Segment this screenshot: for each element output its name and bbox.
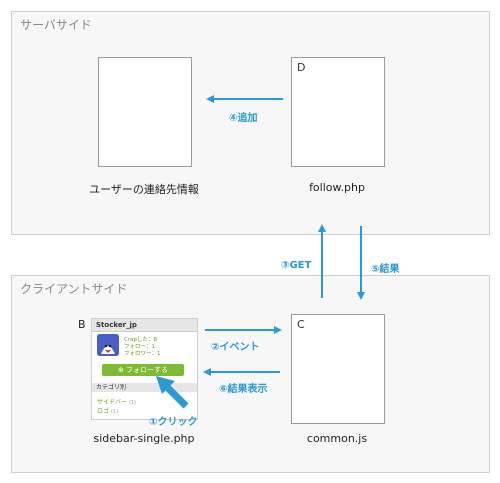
step-result-label: ⑤結果 bbox=[371, 264, 400, 275]
click-pointer-icon bbox=[156, 376, 189, 409]
follow-php-letter: D bbox=[297, 61, 306, 74]
sidebar-caption: sidebar-single.php bbox=[93, 432, 195, 445]
follow-php-caption: follow.php bbox=[309, 181, 365, 194]
sidebar-widget: Stocker_jp Crapした：8 フォロー：1 フォロワー：1 ⊕ フォロ… bbox=[91, 318, 198, 420]
step-click-label: ①クリック bbox=[149, 417, 198, 428]
contact-info-document bbox=[98, 57, 192, 167]
category-heading: カテゴリ別 bbox=[92, 383, 197, 392]
server-zone-title: サーバサイド bbox=[20, 18, 92, 32]
category-link-count: (1) bbox=[128, 400, 137, 406]
follow-button[interactable]: ⊕ フォローする bbox=[102, 364, 184, 376]
client-zone-title: クライアントサイド bbox=[20, 282, 128, 296]
step-add-label: ④追加 bbox=[229, 113, 258, 124]
common-js-caption: common.js bbox=[306, 432, 368, 445]
widget-stat-crap: Crapした：8 bbox=[124, 337, 157, 343]
contact-info-caption: ユーザーの連絡先情報 bbox=[89, 183, 199, 196]
widget-stat-follow: フォロー：1 bbox=[124, 344, 155, 350]
category-link-count: (1) bbox=[110, 409, 119, 415]
common-js-letter: C bbox=[297, 318, 305, 331]
category-link-sidebar[interactable]: サイドバー (1) bbox=[97, 397, 136, 406]
client-zone: クライアントサイド bbox=[11, 275, 490, 473]
sidebar-letter: B bbox=[78, 318, 86, 331]
step-get-label: ③GET bbox=[281, 260, 312, 271]
avatar bbox=[97, 334, 119, 356]
step-result-display-label: ⑥結果表示 bbox=[219, 384, 268, 395]
category-link-logo[interactable]: ロゴ (1) bbox=[97, 406, 118, 415]
follow-button-label: フォローする bbox=[126, 366, 169, 374]
step-event-label: ②イベント bbox=[211, 342, 260, 353]
server-zone: サーバサイド bbox=[11, 11, 490, 235]
plus-icon: ⊕ bbox=[117, 366, 127, 374]
widget-username: Stocker_jp bbox=[92, 319, 197, 332]
common-js-document: C bbox=[291, 314, 385, 424]
category-link-label: サイドバー bbox=[97, 399, 128, 406]
widget-stat-follower: フォロワー：1 bbox=[124, 351, 161, 357]
category-link-label: ロゴ bbox=[97, 408, 110, 415]
follow-php-document: D bbox=[291, 57, 385, 167]
